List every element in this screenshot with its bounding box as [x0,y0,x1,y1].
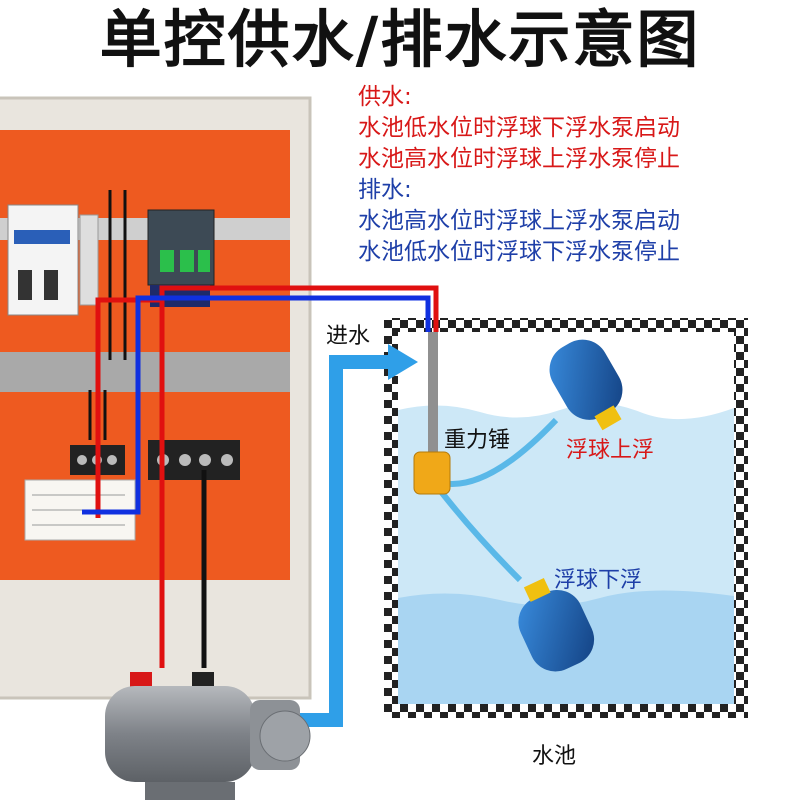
wire-duct [0,352,290,392]
pool-label: 水池 [532,744,577,769]
supply-line-2: 水池高水位时浮球上浮水泵停止 [358,146,680,172]
cable-rod [428,332,438,454]
inlet-arrow-icon [388,344,418,380]
inlet-label: 进水 [326,324,371,349]
page-title: 单控供水/排水示意图 [99,3,701,76]
blue-wire [82,295,431,515]
float-up-label: 浮球上浮 [566,438,655,463]
drain-line-1: 水池高水位时浮球上浮水泵启动 [358,208,680,234]
weight-label: 重力锤 [444,428,511,453]
float-down-label: 浮球下浮 [554,568,643,593]
supply-heading: 供水: [358,84,412,110]
gravity-weight-icon [413,451,451,495]
drain-heading: 排水: [358,177,412,203]
control-enclosure [0,96,312,700]
legend: 供水: 水池低水位时浮球下浮水泵启动 水池高水位时浮球上浮水泵停止 排水: 水池… [358,82,680,268]
float-switch-icon [549,339,623,431]
pump-icon [105,672,311,800]
contactor-icon [147,209,215,307]
red-wire [95,297,165,668]
inlet-pipe [300,355,392,727]
circuit-breaker-icon [7,204,79,316]
drain-line-2: 水池低水位时浮球下浮水泵停止 [358,239,680,265]
float-switch-icon [518,578,595,672]
supply-line-1: 水池低水位时浮球下浮水泵启动 [358,115,680,141]
